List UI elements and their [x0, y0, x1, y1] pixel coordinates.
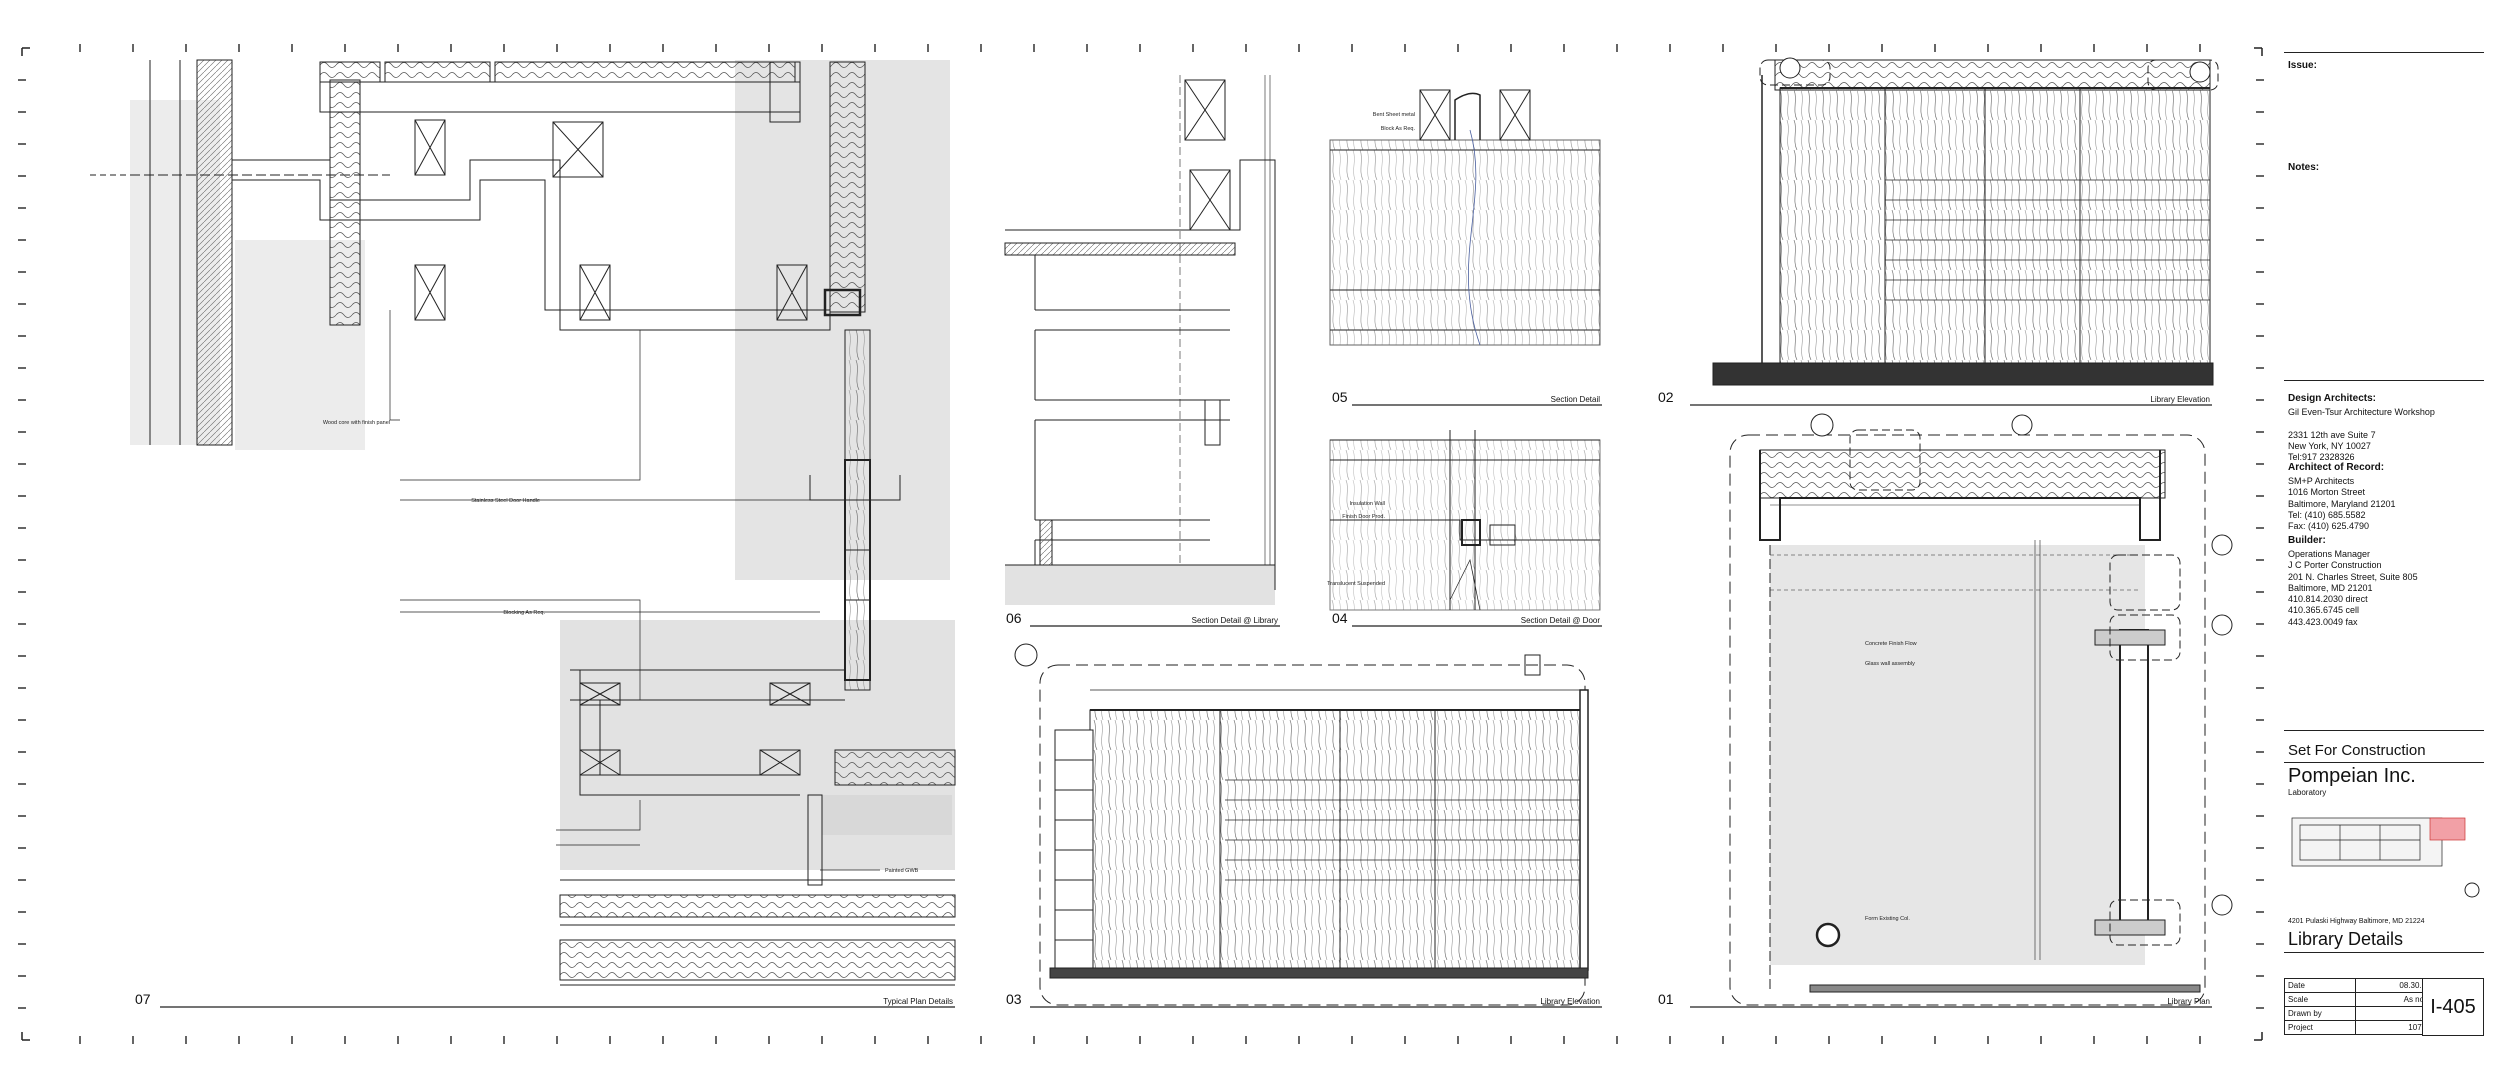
notes-label: Notes: [2288, 162, 2320, 173]
project-label: Project [2284, 1020, 2356, 1035]
title-block: Issue: Notes: Design Architects: Gil Eve… [2284, 50, 2485, 1040]
key-plan [2291, 817, 2466, 867]
design-architects: Gil Even-Tsur Architecture Workshop 2331… [2288, 407, 2435, 462]
detail-04-number: 04 [1332, 610, 1348, 626]
project-address: 4201 Pulaski Highway Baltimore, MD 21224 [2288, 918, 2425, 925]
detail-02-drawing [1712, 59, 2219, 386]
note-bent-sheet-metal: Bent Sheet metal [1373, 112, 1415, 118]
title-block-top-rule [2284, 52, 2484, 53]
status-text: Set For Construction [2288, 742, 2426, 759]
title-block-rule-2 [2284, 380, 2484, 381]
client-sub: Laboratory [2288, 788, 2327, 797]
detail-04-title: Section Detail @ Door [1521, 616, 1601, 625]
design-architects-label: Design Architects: [2288, 393, 2376, 404]
detail-07-drawing [90, 59, 956, 986]
detail-01-number: 01 [1658, 991, 1674, 1007]
detail-01-drawing [1729, 429, 2206, 1006]
sheet-number: I-405 [2422, 978, 2484, 1036]
builder-label: Builder: [2288, 535, 2326, 546]
detail-07-title: Typical Plan Details [883, 997, 953, 1006]
detail-02-number: 02 [1658, 389, 1674, 405]
sheet-title: Library Details [2288, 929, 2404, 949]
title-block-rule-5 [2284, 952, 2484, 953]
detail-02-title: Library Elevation [2150, 395, 2210, 404]
note-existing-col: Form Existing Col. [1865, 916, 1910, 922]
detail-03-number: 03 [1006, 991, 1022, 1007]
title-block-rule-4 [2284, 762, 2484, 763]
note-block-as-req: Block As Req. [1381, 126, 1416, 132]
scale-label: Scale [2284, 992, 2356, 1007]
note-door-handle: Stainless Steel Door Handle [471, 498, 540, 504]
note-wood-core: Wood core with finish panel [323, 420, 390, 426]
detail-01-title: Library Plan [2167, 997, 2210, 1006]
note-finish-door: Finish Door Prod. [1342, 514, 1385, 520]
issue-label: Issue: [2288, 60, 2317, 71]
date-label: Date [2284, 978, 2356, 993]
sheet-border [21, 47, 2263, 1041]
detail-03-drawing [1039, 654, 1589, 1006]
client-name: Pompeian Inc. [2288, 765, 2416, 787]
detail-06-title: Section Detail @ Library [1192, 616, 1278, 625]
detail-labels: 07 Typical Plan Details 06 Section Detai… [135, 389, 2210, 1007]
builder: Operations Manager J C Porter Constructi… [2288, 549, 2418, 627]
detail-05-drawing [1329, 89, 1601, 346]
callout-bubbles [1014, 57, 2480, 916]
detail-05-number: 05 [1332, 389, 1348, 405]
architect-of-record: SM+P Architects 1016 Morton Street Balti… [2288, 476, 2396, 531]
detail-03-title: Library Elevation [1540, 997, 1600, 1006]
note-blocking: Blocking As Req. [503, 610, 545, 616]
title-block-rule-3 [2284, 730, 2484, 731]
architect-of-record-label: Architect of Record: [2288, 462, 2385, 473]
drawn-by-label: Drawn by [2284, 1006, 2356, 1021]
note-concrete-floor: Concrete Finish Flow [1865, 641, 1917, 647]
detail-04-drawing [1329, 430, 1601, 611]
callout-notes: Wood core with finish panel Stainless St… [323, 112, 1917, 922]
note-painted-gwb: Painted GWB [885, 868, 919, 874]
detail-07-number: 07 [135, 991, 151, 1007]
detail-06-drawing [1004, 75, 1276, 605]
detail-05-title: Section Detail [1551, 395, 1601, 404]
note-glass-wall: Glass wall assembly [1865, 661, 1915, 667]
note-insulation-wall: Insulation Wall [1349, 501, 1385, 507]
note-translucent: Translucent Suspended [1327, 581, 1385, 587]
detail-title-rules [160, 404, 2212, 1008]
detail-06-number: 06 [1006, 610, 1022, 626]
